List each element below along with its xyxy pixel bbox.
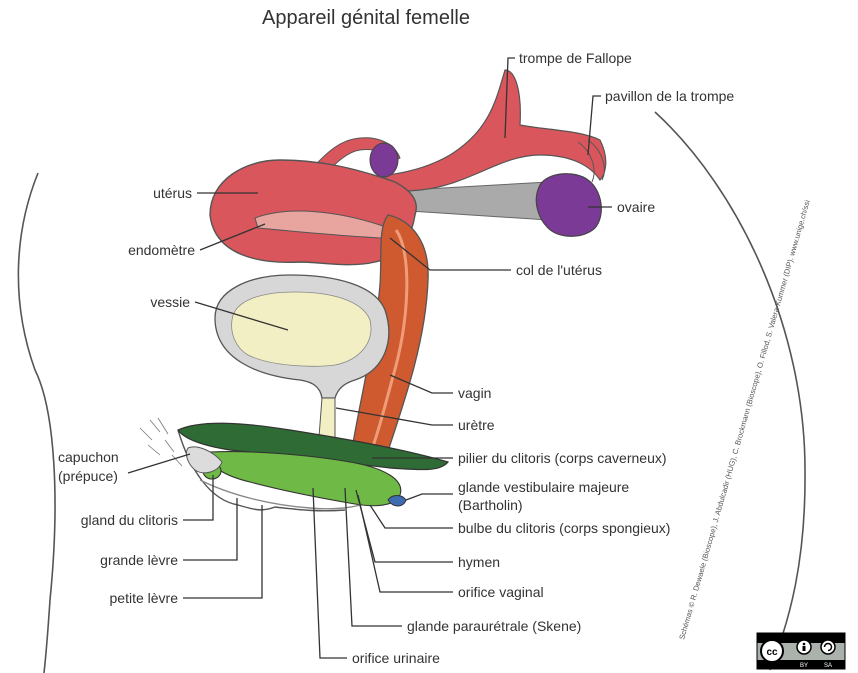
label-orifice-vaginal: orifice vaginal: [458, 584, 544, 600]
label-skene: glande paraurétrale (Skene): [407, 618, 581, 634]
label-glande-vestibulaire: glande vestibulaire majeure: [458, 479, 629, 495]
label-endometre: endomètre: [128, 242, 195, 258]
label-bulbe: bulbe du clitoris (corps spongieux): [458, 520, 670, 536]
label-trompe: trompe de Fallope: [519, 50, 632, 66]
label-col: col de l'utérus: [516, 262, 602, 278]
label-orifice-urinaire: orifice urinaire: [352, 650, 440, 666]
bladder-inner: [232, 292, 371, 366]
sa-icon: [821, 640, 835, 654]
body-outline-front: [18, 173, 55, 673]
label-vagin: vagin: [458, 385, 491, 401]
ovary-right: [536, 174, 601, 237]
cc-by-label: BY: [800, 663, 808, 669]
label-petite-levre: petite lèvre: [110, 590, 179, 606]
label-pavillon: pavillon de la trompe: [605, 88, 734, 104]
label-pilier: pilier du clitoris (corps caverneux): [458, 450, 667, 466]
label-vessie: vessie: [150, 294, 190, 310]
label-capuchon: capuchon: [58, 449, 119, 465]
label-ovaire: ovaire: [617, 199, 655, 215]
cc-sa-label: SA: [824, 663, 832, 669]
label-bartholin: (Bartholin): [458, 497, 523, 513]
bartholin-gland: [388, 496, 406, 507]
label-gland: gland du clitoris: [81, 512, 178, 528]
body-outline-back: [655, 112, 805, 670]
prepuce: [186, 447, 222, 473]
ovary-left: [370, 143, 398, 177]
label-uterus: utérus: [153, 185, 192, 201]
label-grande-levre: grande lèvre: [100, 552, 178, 568]
label-hymen: hymen: [458, 554, 500, 570]
label-uretre: urètre: [458, 417, 495, 433]
diagram-title: Appareil génital femelle: [262, 7, 470, 29]
svg-text:cc: cc: [766, 647, 778, 658]
label-prepuce: (prépuce): [58, 468, 118, 484]
cc-license-badge[interactable]: cc BY SA: [757, 633, 845, 669]
credit-text: Schémas © R. Dewaele (Bioscope), J. Abdu…: [677, 199, 812, 641]
